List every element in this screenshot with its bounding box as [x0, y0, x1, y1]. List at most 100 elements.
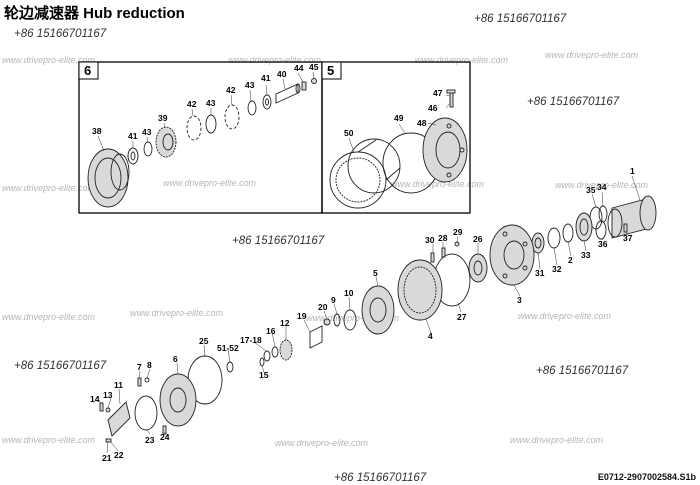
planet-gear-39 [155, 126, 177, 158]
washer-41 [127, 147, 139, 165]
part-label-40: 40 [277, 69, 287, 79]
site-watermark: www.drivepro-elite.com [555, 180, 649, 190]
part-label-17-18: 17-18 [240, 335, 262, 345]
ring-34 [598, 205, 608, 223]
shaft-19 [309, 325, 323, 349]
bolt-28 [441, 247, 446, 258]
part-label-24: 24 [160, 432, 170, 442]
part-label-23: 23 [145, 435, 155, 445]
bolt-29 [454, 241, 460, 247]
ring-gear-hub-48 [422, 117, 468, 183]
document-number: E0712-2907002584.S1b [597, 472, 696, 482]
spring-16 [271, 346, 279, 358]
phone-watermark: +86 15166701167 [527, 96, 620, 108]
part-label-20: 20 [318, 302, 328, 312]
part-label-42: 42 [226, 85, 236, 95]
bearing-32 [547, 227, 561, 249]
leader-lines [97, 71, 641, 454]
gasket-23 [134, 395, 158, 431]
part-label-14: 14 [90, 394, 100, 404]
part-label-38: 38 [92, 126, 102, 136]
planet-carrier-38 [87, 148, 130, 208]
bearing-26 [468, 253, 488, 283]
screw-30 [430, 252, 435, 263]
circlip-43c [247, 100, 257, 116]
site-watermark: www.drivepro-elite.com [2, 312, 96, 322]
bearing-33 [575, 212, 593, 242]
page-title: 轮边减速器 Hub reduction [4, 5, 185, 22]
detail-box-5 [321, 61, 471, 214]
part-label-43: 43 [206, 98, 216, 108]
part-label-15: 15 [259, 370, 269, 380]
part-label-26: 26 [473, 234, 483, 244]
plug-21-22 [105, 438, 112, 443]
screw-13 [105, 407, 111, 413]
site-watermark: www.drivepro-elite.com [275, 438, 369, 448]
housing-3 [489, 224, 535, 286]
part-label-4: 4 [428, 331, 433, 341]
part-label-35: 35 [586, 185, 596, 195]
phone-watermark: +86 15166701167 [14, 28, 107, 40]
ring-gear-50 [329, 138, 401, 209]
cover-plate-11 [107, 401, 131, 437]
screw-14 [99, 402, 104, 412]
part-label-7: 7 [137, 362, 142, 372]
part-label-49: 49 [394, 113, 404, 123]
detail-box-6-number: 6 [84, 63, 91, 78]
part-label-33: 33 [581, 250, 591, 260]
needle-bearing-42b [224, 104, 240, 130]
part-label-36: 36 [598, 239, 608, 249]
part-label-31: 31 [535, 268, 545, 278]
part-label-22: 22 [114, 450, 124, 460]
part-label-30: 30 [425, 235, 435, 245]
part-label-13: 13 [103, 390, 113, 400]
part-label-50: 50 [344, 128, 354, 138]
part-label-28: 28 [438, 233, 448, 243]
part-label-32: 32 [552, 264, 562, 274]
part-label-10: 10 [344, 288, 354, 298]
phone-watermark: +86 15166701167 [232, 235, 325, 247]
circlip-9 [333, 313, 341, 327]
phone-watermark: +86 15166701167 [536, 365, 629, 377]
part-label-37: 37 [623, 233, 633, 243]
washer-41b [262, 94, 272, 110]
part-label-47: 47 [433, 88, 443, 98]
part-label-51-52: 51-52 [217, 343, 239, 353]
ring-gear-4 [397, 259, 443, 321]
bolt-44 [301, 81, 307, 91]
part-label-9: 9 [331, 295, 336, 305]
part-label-45: 45 [309, 62, 319, 72]
part-label-1: 1 [630, 166, 635, 176]
phone-watermark: +86 15166701167 [474, 13, 567, 25]
part-label-41: 41 [261, 73, 271, 83]
detail-box-6-tag [78, 61, 99, 80]
part-label-25: 25 [199, 336, 209, 346]
hub-1 [607, 195, 657, 239]
part-label-5: 5 [373, 268, 378, 278]
phone-watermark: +86 15166701167 [334, 472, 427, 484]
site-watermark: www.drivepro-elite.com [2, 183, 96, 193]
end-cover-6 [159, 373, 197, 427]
circlip-43b [205, 114, 217, 134]
part-label-43: 43 [142, 127, 152, 137]
site-watermark: www.drivepro-elite.com [2, 435, 96, 445]
pin-37 [623, 223, 628, 233]
part-label-3: 3 [517, 295, 522, 305]
site-watermark: www.drivepro-elite.com [510, 435, 604, 445]
site-watermark: www.drivepro-elite.com [130, 308, 224, 318]
part-label-27: 27 [457, 312, 467, 322]
site-watermark: www.drivepro-elite.com [163, 178, 257, 188]
part-label-29: 29 [453, 227, 463, 237]
part-label-16: 16 [266, 326, 276, 336]
part-label-8: 8 [147, 360, 152, 370]
washer-17-18 [263, 350, 271, 362]
part-label-46: 46 [428, 103, 438, 113]
part-label-19: 19 [297, 311, 307, 321]
site-watermark: www.drivepro-elite.com [415, 55, 509, 65]
site-watermark: www.drivepro-elite.com [228, 55, 322, 65]
planet-carrier-5 [361, 285, 395, 335]
part-label-42: 42 [187, 99, 197, 109]
site-watermark: www.drivepro-elite.com [545, 50, 639, 60]
sun-gear-12 [279, 339, 293, 361]
